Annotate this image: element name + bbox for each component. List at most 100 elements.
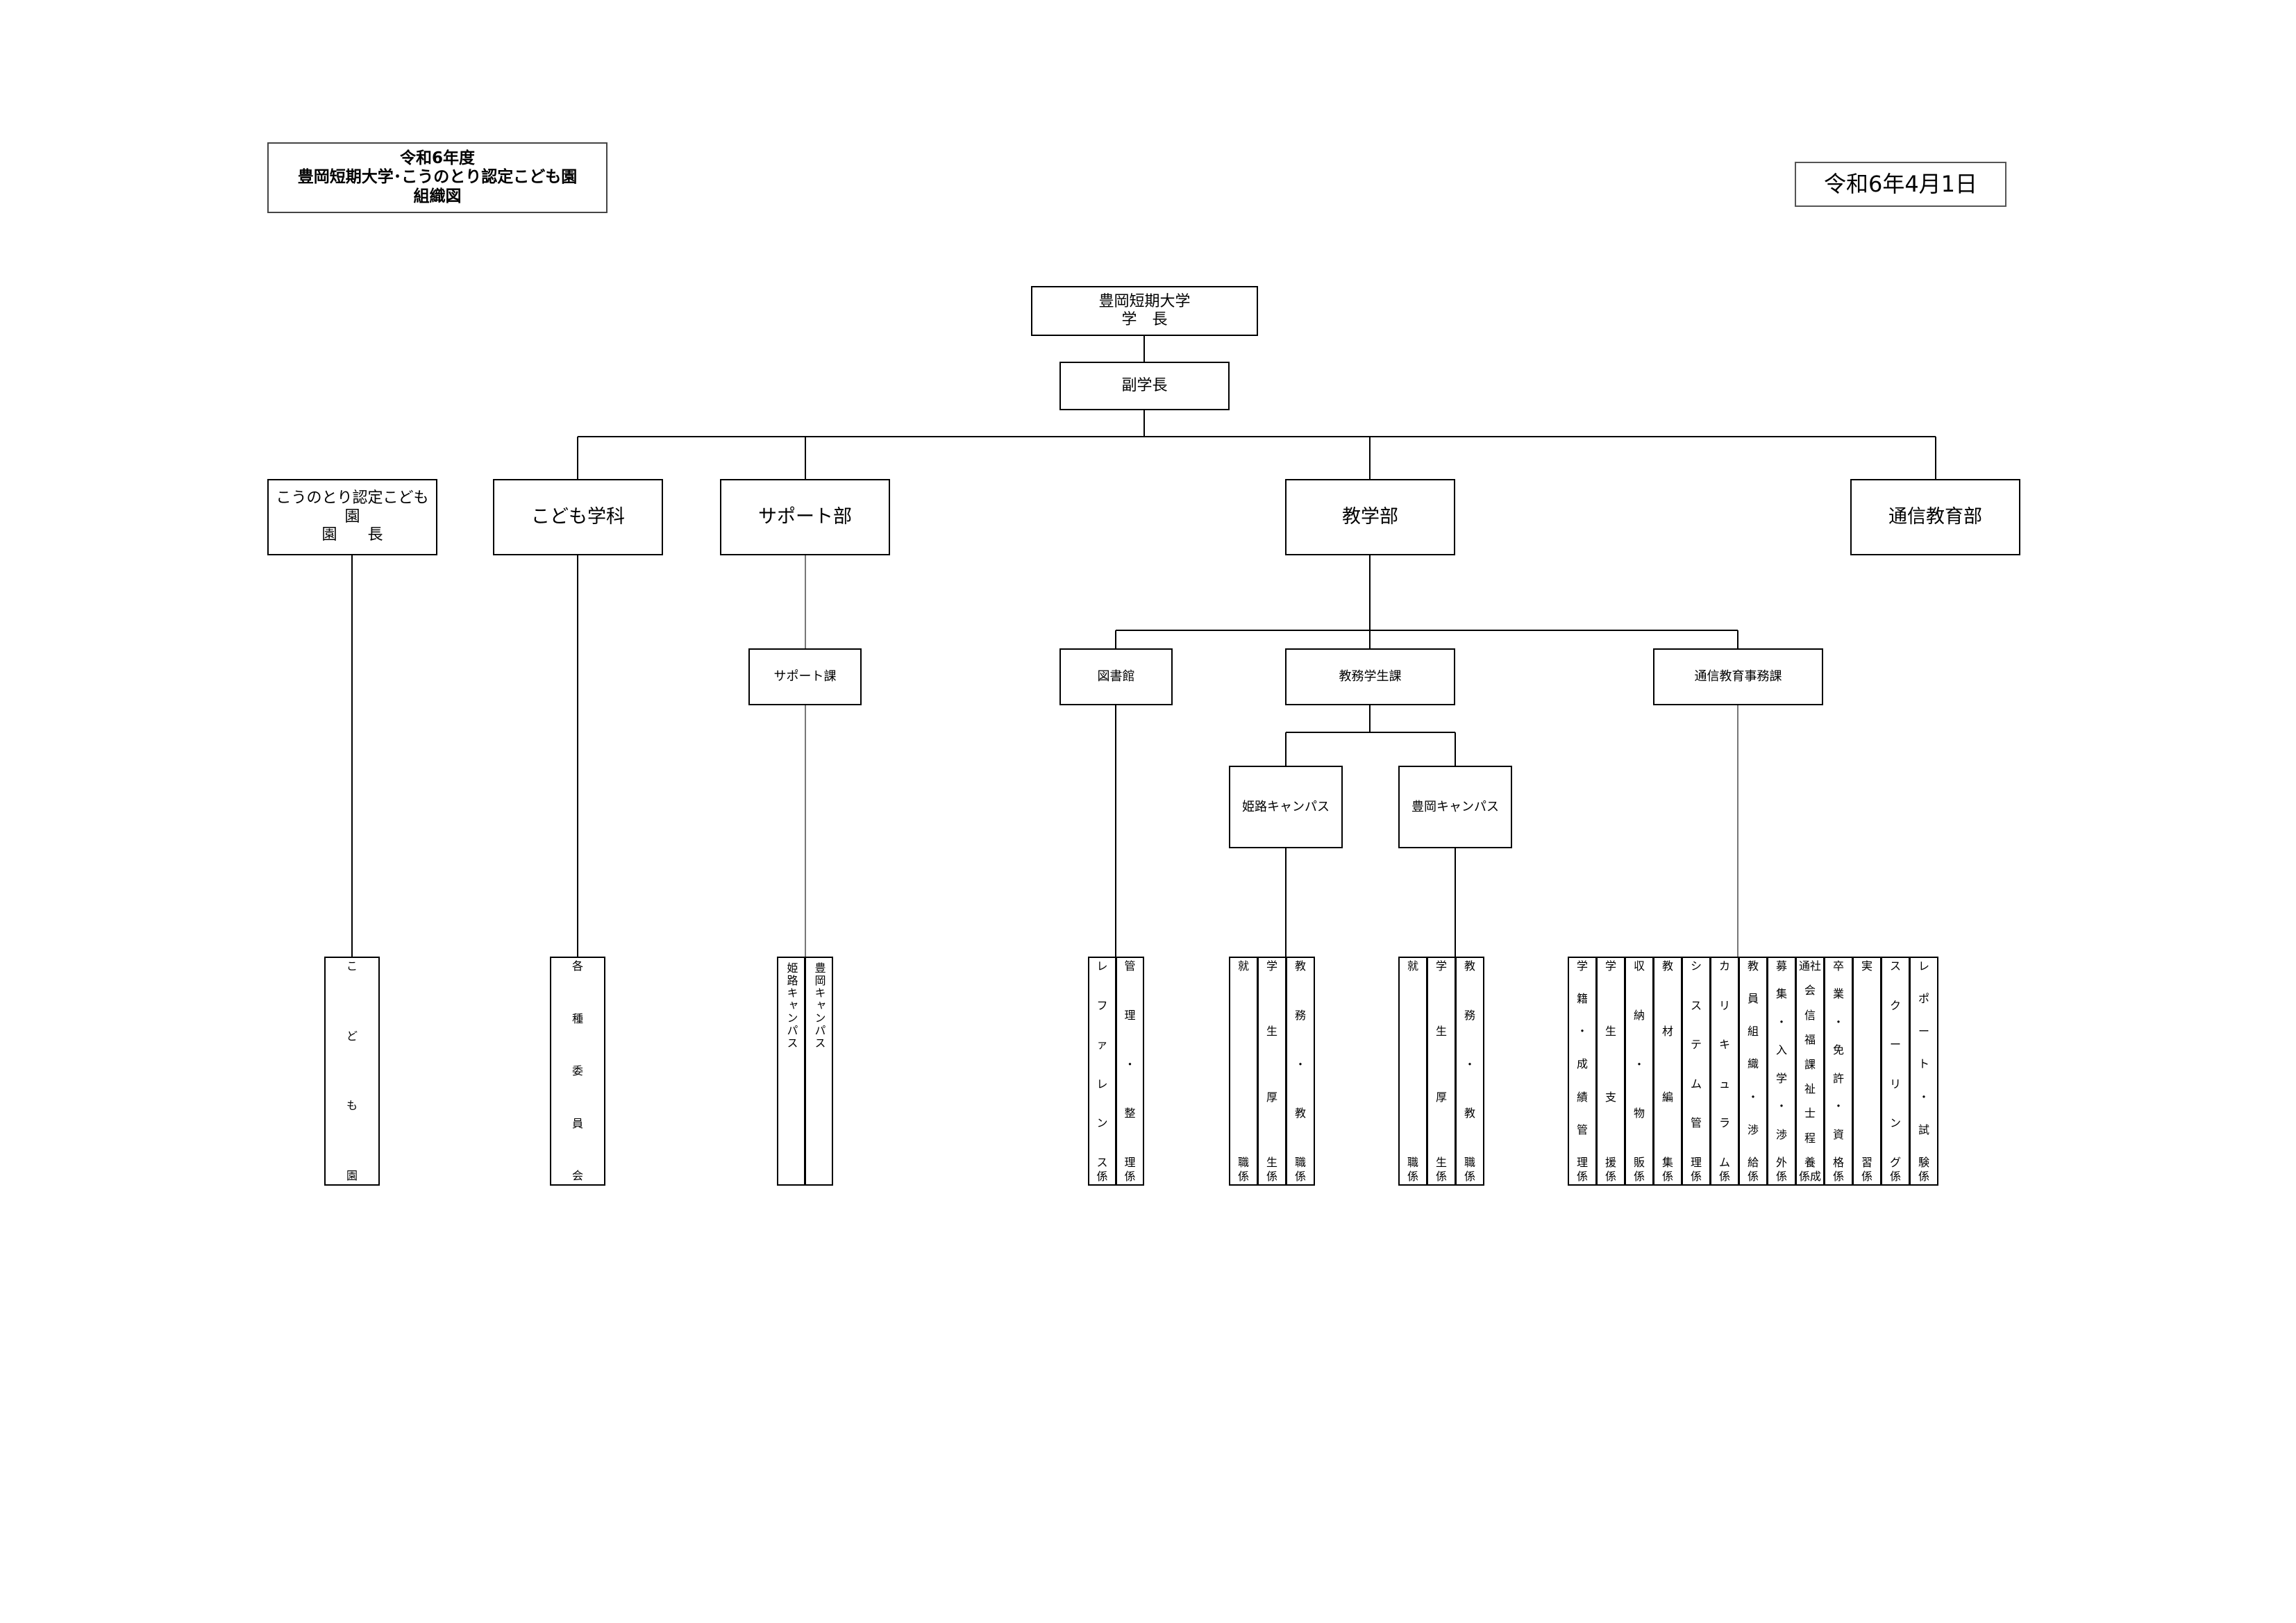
leaf-tsushin-10-char: 習 bbox=[1861, 1156, 1872, 1169]
leaf-kodomo-gakka-char: 会 bbox=[571, 1169, 583, 1182]
leaf-tsushin-7: 募集・入学・渉外係 bbox=[1767, 957, 1796, 1186]
leaf-himeji-1-suffix: 係 bbox=[1266, 1170, 1277, 1183]
leaf-tsushin-0-char: 学 bbox=[1576, 959, 1588, 973]
kyomu-gakusei-ka-name: 教務学生課 bbox=[1339, 669, 1402, 684]
leaf-tsushin-9-char: 免 bbox=[1832, 1043, 1844, 1057]
leaf-tsushin-8-char: 通社 bbox=[1798, 959, 1821, 973]
leaf-tsushin-8-char: 養 bbox=[1804, 1156, 1816, 1169]
leaf-tsushin-8-char: 程 bbox=[1804, 1131, 1816, 1145]
library-box: 図書館 bbox=[1059, 648, 1173, 705]
leaf-tsushin-1-char: 学 bbox=[1604, 959, 1616, 973]
chart-title-label: 組織図 bbox=[413, 187, 462, 205]
leaf-tsushin-0-suffix: 係 bbox=[1576, 1170, 1588, 1183]
leaf-tsushin-7-char: 学 bbox=[1775, 1071, 1787, 1085]
leaf-tsushin-5: カリキュラム係 bbox=[1710, 957, 1739, 1186]
leaf-kodomoen-char: 園 bbox=[346, 1168, 358, 1182]
leaf-tsushin-10: 実習係 bbox=[1852, 957, 1882, 1186]
leaf-tsushin-1: 学生支援係 bbox=[1596, 957, 1625, 1186]
leaf-toyooka-2-char: 教 bbox=[1464, 1107, 1475, 1120]
leaf-toyooka-2-suffix: 係 bbox=[1464, 1170, 1475, 1183]
leaf-tsushin-6-char: 織 bbox=[1747, 1057, 1759, 1071]
support-bu-box: サポート部 bbox=[720, 479, 890, 555]
leaf-toyooka-1-char: 生 bbox=[1435, 1155, 1447, 1169]
leaf-support-label: 姫路キャンパス bbox=[785, 962, 798, 1050]
leaf-tsushin-12-char: 試 bbox=[1918, 1122, 1929, 1136]
leaf-kodomoen: こども園 bbox=[324, 957, 380, 1186]
leaf-toyooka-0-char: 職 bbox=[1407, 1156, 1418, 1169]
leaf-himeji-1: 学生厚生係 bbox=[1257, 957, 1287, 1186]
leaf-tsushin-4-char: 管 bbox=[1690, 1116, 1702, 1130]
leaf-toyooka-2-char: ・ bbox=[1464, 1057, 1475, 1071]
himeji-campus-name: 姫路キャンパス bbox=[1242, 799, 1330, 814]
leaf-tsushin-11-char: ー bbox=[1889, 1038, 1901, 1052]
leaf-tsushin-6-char: 教 bbox=[1747, 959, 1759, 973]
leaf-tsushin-0-char: 成 bbox=[1576, 1057, 1588, 1071]
leaf-tsushin-0-char: ・ bbox=[1576, 1025, 1588, 1038]
kyogaku-bu-name: 教学部 bbox=[1342, 505, 1398, 528]
leaf-kodomo-gakka-char: 委 bbox=[571, 1064, 583, 1077]
leaf-library-1-suffix: 係 bbox=[1124, 1170, 1136, 1183]
library-name: 図書館 bbox=[1097, 669, 1135, 684]
leaf-library-0-char: レ bbox=[1096, 1077, 1108, 1091]
leaf-tsushin-7-char: 外 bbox=[1775, 1155, 1787, 1169]
support-ka-name: サポート課 bbox=[773, 669, 837, 684]
leaf-tsushin-4-char: テ bbox=[1690, 1038, 1702, 1052]
kodomoen-box: こうのとり認定こども園 園 長 bbox=[267, 479, 437, 555]
effective-date-box: 令和6年4月1日 bbox=[1795, 162, 2006, 207]
leaf-kodomoen-char: こ bbox=[346, 959, 358, 973]
leaf-tsushin-4-char: シ bbox=[1690, 959, 1702, 973]
leaf-tsushin-11-char: グ bbox=[1889, 1155, 1901, 1169]
leaf-tsushin-10-suffix: 係 bbox=[1861, 1170, 1872, 1183]
leaf-himeji-0-suffix: 係 bbox=[1237, 1170, 1249, 1183]
leaf-toyooka-1: 学生厚生係 bbox=[1427, 957, 1456, 1186]
leaf-tsushin-3-char: 編 bbox=[1661, 1090, 1673, 1104]
leaf-tsushin-11-char: ス bbox=[1889, 959, 1901, 973]
leaf-tsushin-3-char: 集 bbox=[1661, 1155, 1673, 1169]
kyogaku-bu-box: 教学部 bbox=[1285, 479, 1455, 555]
leaf-library-1: 管理・整理係 bbox=[1116, 957, 1144, 1186]
kodomo-gakka-box: こども学科 bbox=[493, 479, 663, 555]
leaf-tsushin-1-char: 援 bbox=[1604, 1155, 1616, 1169]
leaf-tsushin-6-char: 給 bbox=[1747, 1155, 1759, 1169]
leaf-tsushin-2-char: 納 bbox=[1633, 1008, 1645, 1022]
leaf-kodomo-gakka: 各種委員会 bbox=[550, 957, 605, 1186]
leaf-library-1-char: 管 bbox=[1124, 959, 1136, 973]
leaf-himeji-1-char: 生 bbox=[1266, 1025, 1277, 1038]
leaf-toyooka-0-char: 就 bbox=[1407, 959, 1418, 973]
leaf-tsushin-3-char: 教 bbox=[1661, 959, 1673, 973]
vice-president-box: 副学長 bbox=[1059, 362, 1230, 410]
toyooka-campus-name: 豊岡キャンパス bbox=[1411, 799, 1499, 814]
leaf-toyooka-0: 就職係 bbox=[1398, 957, 1427, 1186]
leaf-tsushin-12-char: ト bbox=[1918, 1057, 1929, 1071]
leaf-kodomo-gakka-char: 各 bbox=[571, 959, 583, 973]
leaf-tsushin-9-char: ・ bbox=[1832, 1100, 1844, 1113]
leaf-tsushin-12-char: 験 bbox=[1918, 1155, 1929, 1169]
leaf-tsushin-8-char: 課 bbox=[1804, 1057, 1816, 1071]
leaf-tsushin-11-suffix: 係 bbox=[1889, 1170, 1901, 1183]
leaf-tsushin-9-char: ・ bbox=[1832, 1015, 1844, 1029]
leaf-library-1-char: 理 bbox=[1124, 1008, 1136, 1022]
leaf-tsushin-9-suffix: 係 bbox=[1832, 1170, 1844, 1183]
leaf-tsushin-6-suffix: 係 bbox=[1747, 1170, 1759, 1183]
leaf-support-0: 姫路キャンパス bbox=[777, 957, 805, 1186]
leaf-tsushin-10-char: 実 bbox=[1861, 959, 1872, 973]
leaf-tsushin-4: システム管理係 bbox=[1682, 957, 1711, 1186]
leaf-tsushin-8-char: 祉 bbox=[1804, 1082, 1816, 1095]
himeji-campus-box: 姫路キャンパス bbox=[1229, 766, 1343, 848]
leaf-tsushin-0-char: 理 bbox=[1576, 1155, 1588, 1169]
leaf-toyooka-2-char: 職 bbox=[1464, 1156, 1475, 1169]
leaf-kodomo-gakka-char: 員 bbox=[571, 1116, 583, 1130]
leaf-tsushin-5-char: ム bbox=[1718, 1155, 1730, 1169]
leaf-tsushin-8: 通社会信福課祉士程養係成 bbox=[1795, 957, 1825, 1186]
leaf-tsushin-12-suffix: 係 bbox=[1918, 1170, 1929, 1183]
kodomoen-director-title: 園 長 bbox=[321, 526, 383, 544]
leaf-toyooka-2: 教務・教職係 bbox=[1455, 957, 1484, 1186]
kodomo-gakka-name: こども学科 bbox=[531, 505, 625, 528]
leaf-tsushin-4-char: ム bbox=[1690, 1077, 1702, 1091]
leaf-library-0-char: レ bbox=[1096, 959, 1108, 973]
leaf-toyooka-0-suffix: 係 bbox=[1407, 1170, 1418, 1183]
leaf-tsushin-6-char: 組 bbox=[1747, 1025, 1759, 1038]
leaf-tsushin-1-char: 支 bbox=[1604, 1090, 1616, 1104]
leaf-tsushin-11-char: ク bbox=[1889, 998, 1901, 1012]
leaf-himeji-2: 教務・教職係 bbox=[1286, 957, 1315, 1186]
